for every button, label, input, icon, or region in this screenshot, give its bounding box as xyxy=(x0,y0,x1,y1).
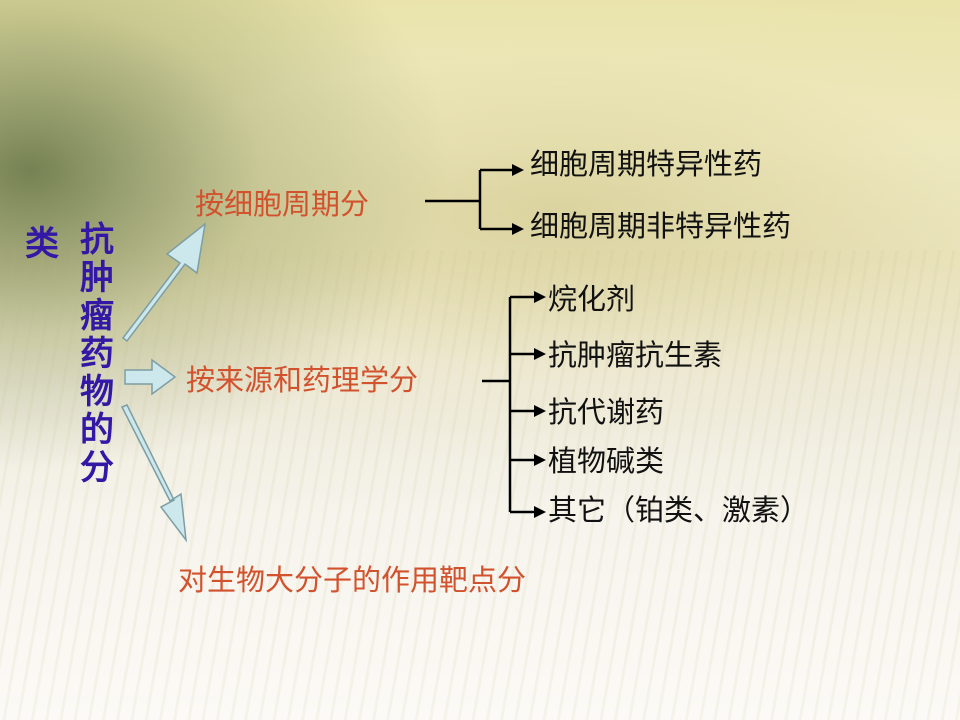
title-prefix: 类 xyxy=(25,224,59,264)
title-char: 抗 xyxy=(80,220,114,260)
arrow-to-source-pharmacology xyxy=(124,358,177,396)
arrowhead-cell-cycle-1 xyxy=(512,164,524,176)
bracket-cell-cycle xyxy=(425,168,512,231)
leaf-antitumor-antibiotics: 抗肿瘤抗生素 xyxy=(548,338,723,372)
branch-molecular-target: 对生物大分子的作用靶点分 xyxy=(178,563,527,597)
title-char: 物 xyxy=(80,372,114,412)
branch-source-pharmacology: 按来源和药理学分 xyxy=(186,363,419,397)
leaf-alkylating-agents: 烷化剂 xyxy=(548,282,636,316)
title-char: 肿 xyxy=(80,258,114,298)
arrowhead-source-1 xyxy=(534,291,546,303)
leaf-cell-cycle-nonspecific: 细胞周期非特异性药 xyxy=(530,209,792,243)
arrow-to-cell-cycle xyxy=(121,222,207,343)
arrowhead-cell-cycle-2 xyxy=(512,223,524,235)
leaf-cell-cycle-specific: 细胞周期特异性药 xyxy=(530,147,763,181)
leaf-others: 其它（铂类、激素） xyxy=(548,493,810,527)
title-vertical: 抗 肿 瘤 药 物 的 分 xyxy=(80,221,114,487)
grass-texture xyxy=(0,250,960,720)
title-char: 药 xyxy=(80,334,114,374)
arrowhead-source-2 xyxy=(534,348,546,360)
title-char: 瘤 xyxy=(80,296,114,336)
leaf-plant-alkaloids: 植物碱类 xyxy=(548,444,665,478)
arrow-to-target xyxy=(120,404,188,543)
arrowhead-source-3 xyxy=(534,405,546,417)
arrowhead-source-4 xyxy=(534,454,546,466)
branch-cell-cycle: 按细胞周期分 xyxy=(195,187,370,221)
title-char: 的 xyxy=(80,410,114,450)
bracket-source xyxy=(482,295,534,514)
title-char: 分 xyxy=(80,448,114,488)
leaf-antimetabolites: 抗代谢药 xyxy=(548,395,665,429)
arrowhead-source-5 xyxy=(534,506,546,518)
